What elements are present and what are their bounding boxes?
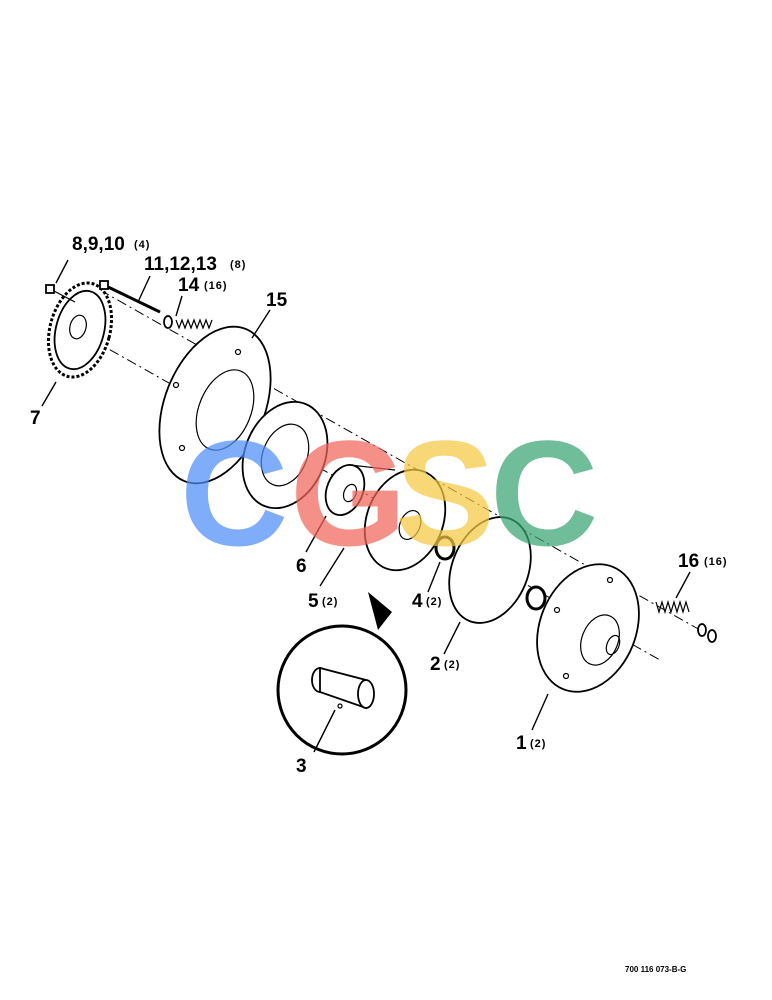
- callout-4: 4 (2): [412, 591, 442, 612]
- spring-16: [655, 599, 717, 643]
- callout-3-number: 3: [296, 756, 307, 777]
- callout-8-9-10-number: 8,9,10: [72, 234, 125, 255]
- watermark-letter-2: G: [290, 409, 407, 577]
- callout-15-number: 15: [266, 290, 288, 311]
- callout-2-number: 2: [430, 654, 441, 675]
- callout-2: 2 (2): [430, 654, 460, 675]
- pressure-plate-5: [363, 468, 447, 572]
- callout-5-quantity: (2): [322, 596, 338, 608]
- watermark-letter-3: S: [395, 409, 495, 577]
- callout-14-quantity: (16): [204, 280, 228, 292]
- callout-6-number: 6: [296, 556, 307, 577]
- hub-6: [324, 464, 396, 516]
- drawing-number: 700 116 073-B-G: [625, 965, 686, 974]
- watermark: C G S C: [180, 409, 598, 577]
- callout-3: 3: [296, 756, 307, 777]
- ring-washer: [525, 585, 547, 611]
- flange-hub-1: [536, 563, 640, 693]
- callout-16: 16 (16): [678, 551, 728, 572]
- callout-8-9-10: 8,9,10 (4): [72, 234, 150, 255]
- callout-1-quantity: (2): [530, 738, 546, 750]
- main-centerline: [74, 329, 661, 661]
- callout-5-number: 5: [308, 591, 319, 612]
- detail-bubble-3: [276, 592, 408, 756]
- leader-lines: [41, 259, 691, 753]
- callout-11-12-13-quantity: (8): [230, 259, 246, 271]
- friction-disc: [241, 400, 329, 510]
- bushing-4: [434, 535, 456, 561]
- watermark-letter-1: C: [180, 409, 288, 577]
- callout-4-quantity: (2): [426, 596, 442, 608]
- callout-8-9-10-quantity: (4): [134, 239, 150, 251]
- callout-11-12-13: 11,12,13 (8): [144, 254, 246, 275]
- callout-4-number: 4: [412, 591, 423, 612]
- callout-11-12-13-number: 11,12,13: [144, 254, 217, 275]
- callout-15: 15: [266, 290, 288, 311]
- callout-7-number: 7: [30, 408, 41, 429]
- callout-16-number: 16: [678, 551, 699, 572]
- sprocket-part: [46, 281, 114, 379]
- callout-1: 1 (2): [516, 733, 546, 754]
- callout-16-quantity: (16): [704, 556, 728, 568]
- friction-disc-2: [448, 516, 532, 624]
- callout-14-number: 14: [178, 275, 200, 296]
- callout-2-quantity: (2): [444, 659, 460, 671]
- spring-14: [163, 315, 213, 330]
- callout-7: 7: [30, 408, 41, 429]
- callout-6: 6: [296, 556, 307, 577]
- callout-14: 14 (16): [178, 275, 228, 296]
- watermark-letter-4: C: [490, 409, 598, 577]
- bolt-8-9-10: [45, 284, 76, 303]
- long-bolt-11-12-13: [99, 280, 161, 314]
- callout-5: 5 (2): [308, 591, 338, 612]
- callout-1-number: 1: [516, 733, 527, 754]
